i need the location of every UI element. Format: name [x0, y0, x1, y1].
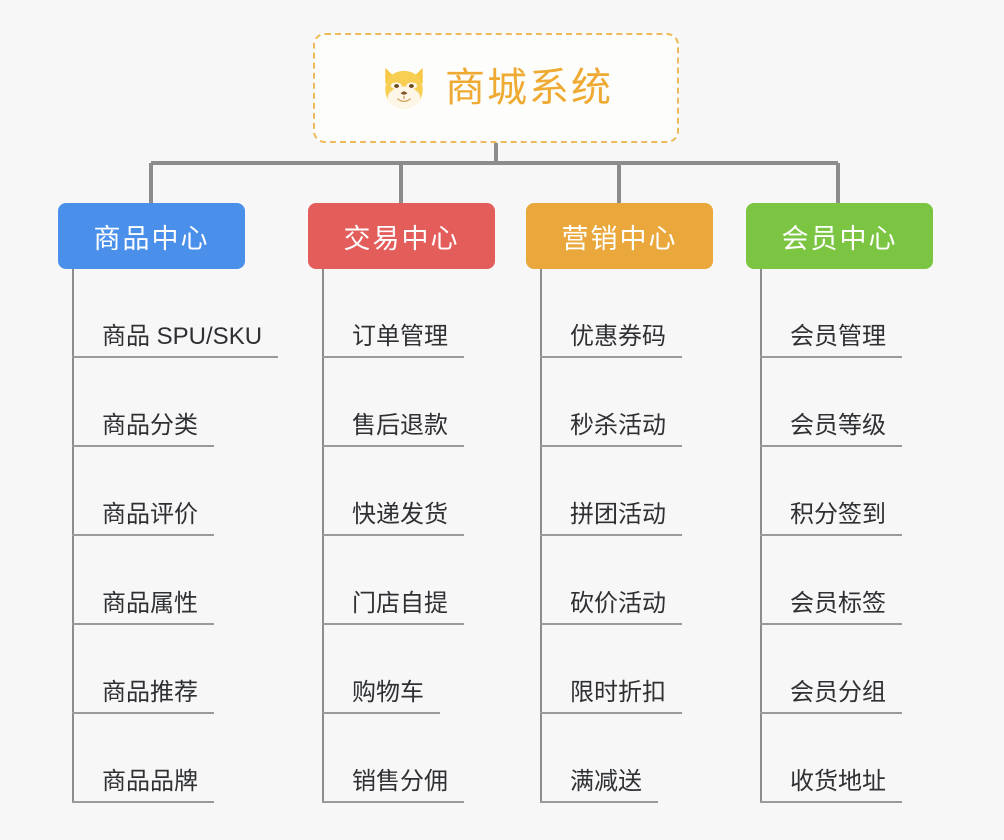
item-label: 销售分佣 — [352, 768, 448, 795]
root-node[interactable]: 商城系统 — [313, 33, 679, 143]
item-underline — [760, 534, 902, 536]
list-item[interactable]: 订单管理 — [322, 269, 528, 358]
item-underline — [72, 445, 214, 447]
item-label: 收货地址 — [790, 768, 886, 795]
category-title-1: 交易中心 — [343, 223, 460, 254]
item-underline — [540, 801, 658, 803]
list-item[interactable]: 优惠券码 — [540, 269, 746, 358]
item-label: 满减送 — [570, 768, 642, 795]
list-item[interactable]: 会员管理 — [760, 269, 966, 358]
list-item[interactable]: 满减送 — [540, 714, 746, 803]
item-label: 商品品牌 — [102, 768, 198, 795]
item-underline — [72, 534, 214, 536]
item-label: 商品评价 — [102, 501, 198, 528]
list-item[interactable]: 积分签到 — [760, 447, 966, 536]
item-list-1: 订单管理 售后退款 快递发货 门店自提 购物车 — [322, 269, 528, 803]
item-underline — [322, 534, 464, 536]
list-item[interactable]: 销售分佣 — [322, 714, 528, 803]
category-header-2[interactable]: 营销中心 — [526, 203, 713, 269]
item-underline — [322, 712, 440, 714]
list-item[interactable]: 门店自提 — [322, 536, 528, 625]
category-columns: 商品中心 商品 SPU/SKU 商品分类 商品评价 商品属性 — [0, 203, 1004, 840]
category-header-1[interactable]: 交易中心 — [308, 203, 495, 269]
item-underline — [322, 356, 464, 358]
item-label: 快递发货 — [352, 501, 448, 528]
item-underline — [540, 356, 682, 358]
list-item[interactable]: 商品 SPU/SKU — [72, 269, 278, 358]
list-item[interactable]: 快递发货 — [322, 447, 528, 536]
item-underline — [540, 534, 682, 536]
item-underline — [760, 356, 902, 358]
item-label: 售后退款 — [352, 412, 448, 439]
item-underline — [540, 712, 682, 714]
item-underline — [72, 356, 278, 358]
list-item[interactable]: 拼团活动 — [540, 447, 746, 536]
list-item[interactable]: 商品属性 — [72, 536, 278, 625]
list-item[interactable]: 商品评价 — [72, 447, 278, 536]
item-label: 门店自提 — [352, 590, 448, 617]
list-item[interactable]: 秒杀活动 — [540, 358, 746, 447]
list-item[interactable]: 收货地址 — [760, 714, 966, 803]
item-underline — [72, 623, 214, 625]
item-label: 购物车 — [352, 679, 424, 706]
list-item[interactable]: 会员分组 — [760, 625, 966, 714]
item-list-3: 会员管理 会员等级 积分签到 会员标签 会员分组 — [760, 269, 966, 803]
category-column-交易中心: 交易中心 订单管理 售后退款 快递发货 门店自提 — [308, 203, 528, 803]
item-label: 订单管理 — [352, 323, 448, 350]
root-title: 商城系统 — [445, 66, 613, 110]
category-title-3: 会员中心 — [781, 223, 898, 254]
category-column-营销中心: 营销中心 优惠券码 秒杀活动 拼团活动 砍价活动 — [526, 203, 746, 803]
category-column-商品中心: 商品中心 商品 SPU/SKU 商品分类 商品评价 商品属性 — [58, 203, 278, 803]
item-underline — [322, 445, 464, 447]
item-label: 拼团活动 — [570, 501, 666, 528]
item-label: 限时折扣 — [570, 679, 666, 706]
list-item[interactable]: 会员标签 — [760, 536, 966, 625]
item-label: 会员等级 — [790, 412, 886, 439]
list-item[interactable]: 购物车 — [322, 625, 528, 714]
item-label: 会员分组 — [790, 679, 886, 706]
category-title-2: 营销中心 — [561, 223, 678, 254]
item-list-0: 商品 SPU/SKU 商品分类 商品评价 商品属性 商品推荐 — [72, 269, 278, 803]
item-label: 积分签到 — [790, 501, 886, 528]
list-item[interactable]: 商品推荐 — [72, 625, 278, 714]
item-label: 商品属性 — [102, 590, 198, 617]
item-underline — [760, 712, 902, 714]
item-label: 优惠券码 — [570, 323, 666, 350]
category-header-0[interactable]: 商品中心 — [58, 203, 245, 269]
item-underline — [760, 623, 902, 625]
item-label: 砍价活动 — [570, 590, 666, 617]
category-title-0: 商品中心 — [93, 223, 210, 254]
item-label: 会员管理 — [790, 323, 886, 350]
item-underline — [760, 445, 902, 447]
item-underline — [322, 623, 464, 625]
item-label: 商品 SPU/SKU — [102, 323, 263, 350]
item-label: 商品推荐 — [102, 679, 198, 706]
list-item[interactable]: 售后退款 — [322, 358, 528, 447]
item-underline — [72, 712, 214, 714]
item-underline — [322, 801, 464, 803]
item-underline — [540, 623, 682, 625]
category-column-会员中心: 会员中心 会员管理 会员等级 积分签到 会员标签 — [746, 203, 966, 803]
item-label: 商品分类 — [102, 412, 198, 439]
list-item[interactable]: 商品分类 — [72, 358, 278, 447]
list-item[interactable]: 商品品牌 — [72, 714, 278, 803]
list-item[interactable]: 会员等级 — [760, 358, 966, 447]
item-label: 会员标签 — [790, 590, 886, 617]
item-underline — [540, 445, 682, 447]
category-header-3[interactable]: 会员中心 — [746, 203, 933, 269]
item-label: 秒杀活动 — [570, 412, 666, 439]
item-list-2: 优惠券码 秒杀活动 拼团活动 砍价活动 限时折扣 — [540, 269, 746, 803]
item-underline — [72, 801, 214, 803]
item-underline — [760, 801, 902, 803]
list-item[interactable]: 限时折扣 — [540, 625, 746, 714]
shiba-dog-face-icon — [385, 67, 423, 109]
list-item[interactable]: 砍价活动 — [540, 536, 746, 625]
